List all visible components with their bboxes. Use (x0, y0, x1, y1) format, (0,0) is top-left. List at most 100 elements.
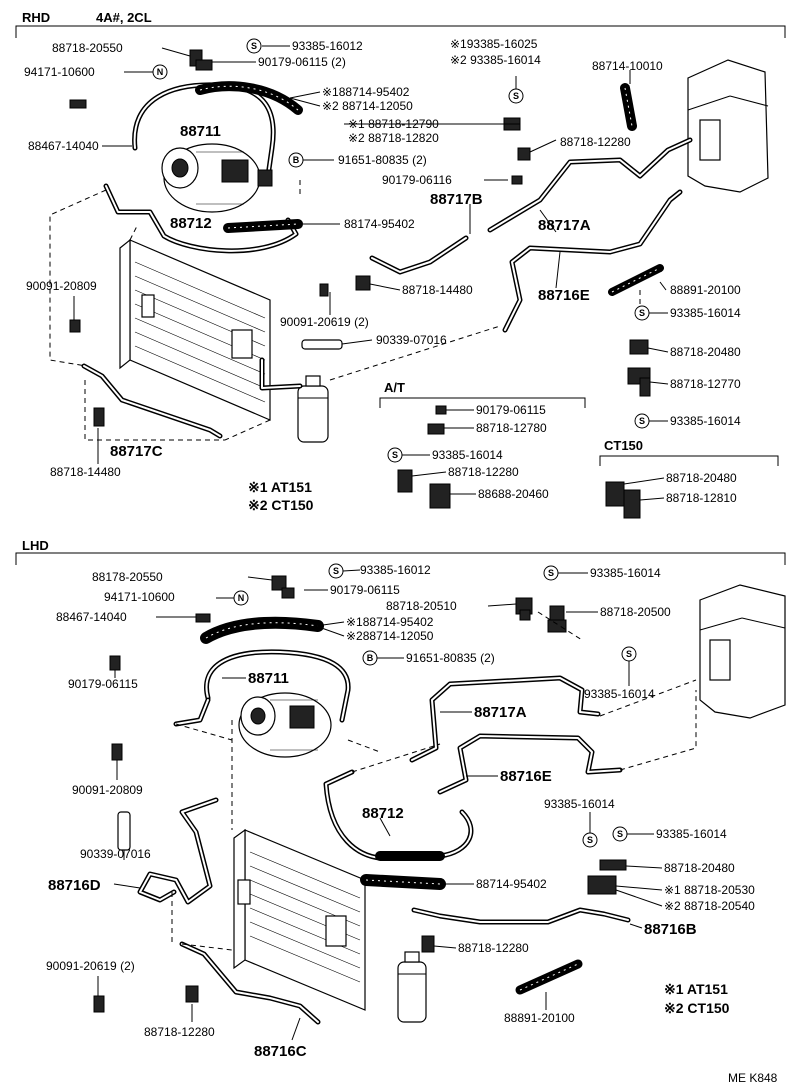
lhd-part-88711: 88711 (248, 670, 289, 687)
rhd-callout-94171-10600: 94171-10600 (24, 65, 95, 79)
lhd-callout-88714-12050: ※288714-12050 (346, 629, 434, 643)
rhd-tube-88717A (487, 137, 693, 233)
lhd-part-88716E: 88716E (500, 768, 552, 785)
lhd-evaporator-unit (699, 584, 786, 719)
lhd-part-88712: 88712 (362, 805, 404, 822)
rhd-callout-91651-80835: 91651-80835 (2) (338, 153, 427, 167)
rhd-callout-93385-16014-b: 93385-16014 (670, 414, 741, 428)
rhd-callout-88718-12820: ※2 88718-12820 (348, 131, 439, 145)
lhd-callout-90179-06115: 90179-06115 (330, 583, 400, 597)
rhd-compressor (161, 143, 261, 213)
lhd-callout-90179-06115-b: 90179-06115 (68, 677, 138, 691)
lhd-callout-93385-16014-d: 93385-16014 (656, 827, 727, 841)
rhd-callout-90091-20619: 90091-20619 (2) (280, 315, 369, 329)
rhd-receiver-dryer (297, 375, 329, 443)
lhd-callout-88178-20550: 88178-20550 (92, 570, 163, 584)
svg-text:S: S (333, 566, 339, 576)
rhd-callout-90179-06115-2: 90179-06115 (2) (258, 55, 346, 69)
rhd-callout-90339-07016: 90339-07016 (376, 333, 447, 347)
rhd-section-frame (15, 25, 786, 38)
svg-text:S: S (639, 308, 645, 318)
rhd-footnote-1: ※1 AT151 (248, 479, 312, 495)
lhd-clamps (93, 575, 627, 1013)
svg-text:S: S (392, 450, 398, 460)
rhd-part-88717A: 88717A (538, 217, 591, 234)
rhd-clamps (69, 49, 651, 427)
rhd-callout-88174-95402: 88174-95402 (344, 217, 415, 231)
rhd-hose-10010 (620, 83, 637, 131)
svg-text:N: N (238, 593, 245, 603)
lhd-callout-88718-12280-b: 88718-12280 (144, 1025, 215, 1039)
rhd-callout-88718-12770: 88718-12770 (670, 377, 741, 391)
rhd-callout-93385-16014-a: 93385-16014 (670, 306, 741, 320)
rhd-symbol-s-16012: S (246, 38, 262, 54)
rhd-hose-95402-top (195, 81, 303, 115)
lhd-dashed-guides (171, 611, 697, 951)
rhd-at-88718-12280: 88718-12280 (448, 465, 519, 479)
lhd-callout-88891-20100: 88891-20100 (504, 1011, 575, 1025)
lhd-callout-94171-10600: 94171-10600 (104, 590, 175, 604)
rhd-callout-88714-12050: ※2 88714-12050 (322, 99, 413, 113)
rhd-callout-88891-20100: 88891-20100 (670, 283, 741, 297)
rhd-callout-93385-16025: ※193385-16025 (450, 37, 538, 51)
rhd-callout-90179-06116: 90179-06116 (382, 173, 452, 187)
rhd-symbol-s-at: S (387, 447, 403, 463)
lhd-callout-93385-16014-a: 93385-16014 (590, 566, 661, 580)
rhd-at-88718-12780: 88718-12780 (476, 421, 547, 435)
rhd-at-88688-20460: 88688-20460 (478, 487, 549, 501)
rhd-ct-88718-12810: 88718-12810 (666, 491, 737, 505)
lhd-callout-90091-20619: 90091-20619 (2) (46, 959, 135, 973)
rhd-ct150-inset-frame (599, 455, 779, 519)
lhd-tube-88711-end (173, 697, 211, 727)
rhd-symbol-b: B (288, 152, 304, 168)
rhd-tube-condenser-receiver (259, 357, 303, 391)
lhd-callout-88718-12280-a: 88718-12280 (458, 941, 529, 955)
rhd-hose-20100 (608, 264, 664, 296)
svg-text:S: S (639, 416, 645, 426)
rhd-part-88716E: 88716E (538, 287, 590, 304)
lhd-compressor (238, 692, 332, 758)
rhd-callout-88718-14480-b: 88718-14480 (50, 465, 121, 479)
lhd-callout-88718-20540: ※2 88718-20540 (664, 899, 755, 913)
rhd-part-88711: 88711 (180, 123, 221, 140)
rhd-part-88712: 88712 (170, 215, 212, 232)
rhd-section-label: RHD (22, 10, 50, 25)
lhd-tube-88716D (137, 797, 219, 905)
svg-text:N: N (157, 67, 164, 77)
lhd-symbol-s-16014-top: S (543, 565, 559, 581)
rhd-footnote-2: ※2 CT150 (248, 497, 314, 513)
rhd-at-90179-06115: 90179-06115 (476, 403, 546, 417)
lhd-callout-88718-20500: 88718-20500 (600, 605, 671, 619)
lhd-tube-88717A (409, 675, 601, 763)
svg-text:S: S (617, 829, 623, 839)
lhd-section-frame (15, 552, 786, 565)
rhd-ct150-title: CT150 (604, 438, 643, 453)
rhd-leaders (73, 45, 669, 464)
lhd-tube-88711 (204, 649, 351, 723)
lhd-callout-88714-95402: ※188714-95402 (346, 615, 434, 629)
rhd-tube-88716E (502, 189, 683, 333)
lhd-callout-88718-20530: ※1 88718-20530 (664, 883, 755, 897)
lhd-callout-90091-20809: 90091-20809 (72, 783, 143, 797)
rhd-callout-93385-16014-2: ※2 93385-16014 (450, 53, 541, 67)
rhd-symbol-s-16014: S (508, 88, 524, 104)
rhd-tube-88717C (81, 363, 223, 439)
lhd-part-88717A: 88717A (474, 704, 527, 721)
lhd-sleeve-07016 (117, 811, 131, 851)
rhd-ct-88718-20480: 88718-20480 (666, 471, 737, 485)
lhd-part-88716D: 88716D (48, 877, 101, 894)
lhd-condenser (233, 828, 366, 1011)
lhd-callout-93385-16012: 93385-16012 (360, 563, 431, 577)
svg-text:S: S (513, 91, 519, 101)
rhd-callout-88714-10010: 88714-10010 (592, 59, 663, 73)
lhd-callout-88718-20480: 88718-20480 (664, 861, 735, 875)
rhd-sleeve-07016 (301, 339, 343, 350)
lhd-callout-93385-16014-b: 93385-16014 (584, 687, 655, 701)
lhd-hose-95402-bottom (360, 874, 446, 890)
rhd-callout-93385-16012: 93385-16012 (292, 39, 363, 53)
rhd-callout-88718-12280: 88718-12280 (560, 135, 631, 149)
rhd-at-title: A/T (384, 380, 405, 395)
svg-text:S: S (251, 41, 257, 51)
rhd-dashed-guides (49, 180, 641, 441)
